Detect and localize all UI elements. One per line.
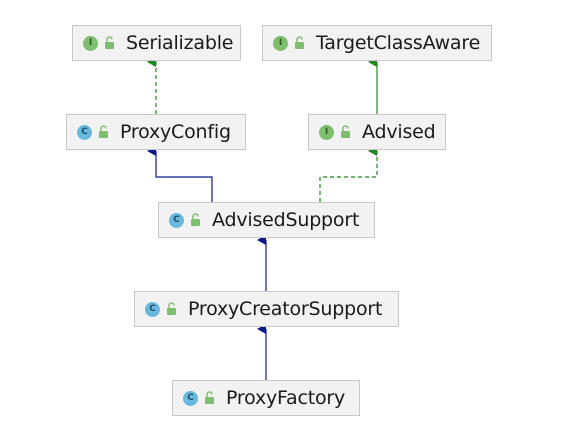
node-label: Advised — [362, 121, 436, 143]
class-icon: C — [77, 124, 92, 140]
node-advised-support[interactable]: C AdvisedSupport — [158, 202, 375, 238]
interface-icon: I — [83, 35, 98, 51]
node-label: AdvisedSupport — [212, 209, 360, 231]
class-icon: C — [145, 301, 160, 317]
edge-advisedsupport-proxyconfig — [147, 146, 213, 202]
class-icon: C — [169, 212, 184, 228]
node-label: ProxyFactory — [226, 387, 346, 409]
open-lock-icon — [341, 125, 350, 138]
open-lock-icon — [167, 302, 176, 315]
open-lock-icon — [99, 125, 108, 138]
open-lock-icon — [105, 36, 114, 49]
node-advised[interactable]: I Advised — [308, 114, 446, 150]
node-proxy-config[interactable]: C ProxyConfig — [66, 114, 246, 150]
node-proxy-creator-support[interactable]: C ProxyCreatorSupport — [134, 291, 399, 327]
edge-advisedsupport-advised — [319, 146, 378, 202]
open-lock-icon — [205, 391, 214, 404]
node-label: Serializable — [126, 32, 234, 54]
open-lock-icon — [295, 36, 304, 49]
interface-icon: I — [319, 124, 334, 140]
node-label: ProxyCreatorSupport — [188, 298, 383, 320]
class-icon: C — [183, 390, 198, 406]
node-target-class-aware[interactable]: I TargetClassAware — [262, 25, 492, 61]
node-serializable[interactable]: I Serializable — [72, 25, 241, 61]
node-proxy-factory[interactable]: C ProxyFactory — [172, 380, 360, 416]
open-lock-icon — [191, 213, 200, 226]
interface-icon: I — [273, 35, 288, 51]
node-label: ProxyConfig — [120, 121, 231, 143]
node-label: TargetClassAware — [316, 32, 481, 54]
